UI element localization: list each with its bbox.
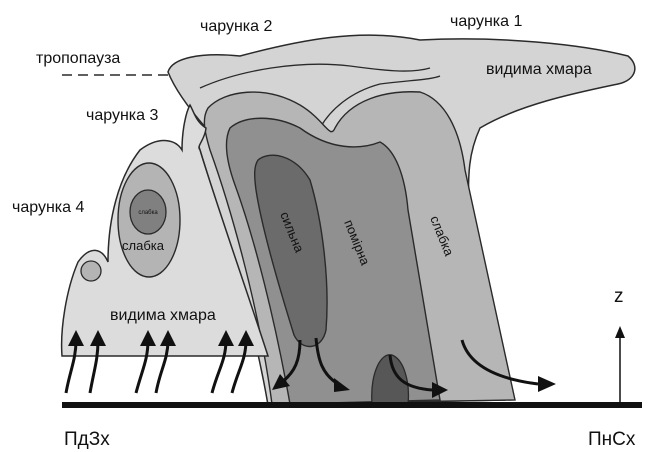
label-cell3-weak: слабка [122, 238, 165, 253]
label-visible-cloud-base: видима хмара [110, 307, 216, 324]
label-cell-4: чарунка 4 [12, 199, 84, 216]
label-visible-cloud-anvil: видима хмара [486, 61, 592, 78]
label-southwest: ПдЗх [64, 429, 110, 450]
z-axis-arrowhead [615, 326, 625, 338]
ground-line [62, 402, 642, 408]
label-cell-2: чарунка 2 [200, 18, 272, 35]
label-z-axis: z [614, 286, 624, 307]
label-cell-3: чарунка 3 [86, 107, 158, 124]
label-tropopause: тропопауза [36, 50, 120, 67]
cell3-core-label: слабка [138, 210, 158, 216]
label-cell-1: чарунка 1 [450, 13, 522, 30]
label-northeast: ПнСх [588, 429, 636, 450]
cell4-element [81, 261, 101, 281]
arrowhead [538, 376, 556, 392]
